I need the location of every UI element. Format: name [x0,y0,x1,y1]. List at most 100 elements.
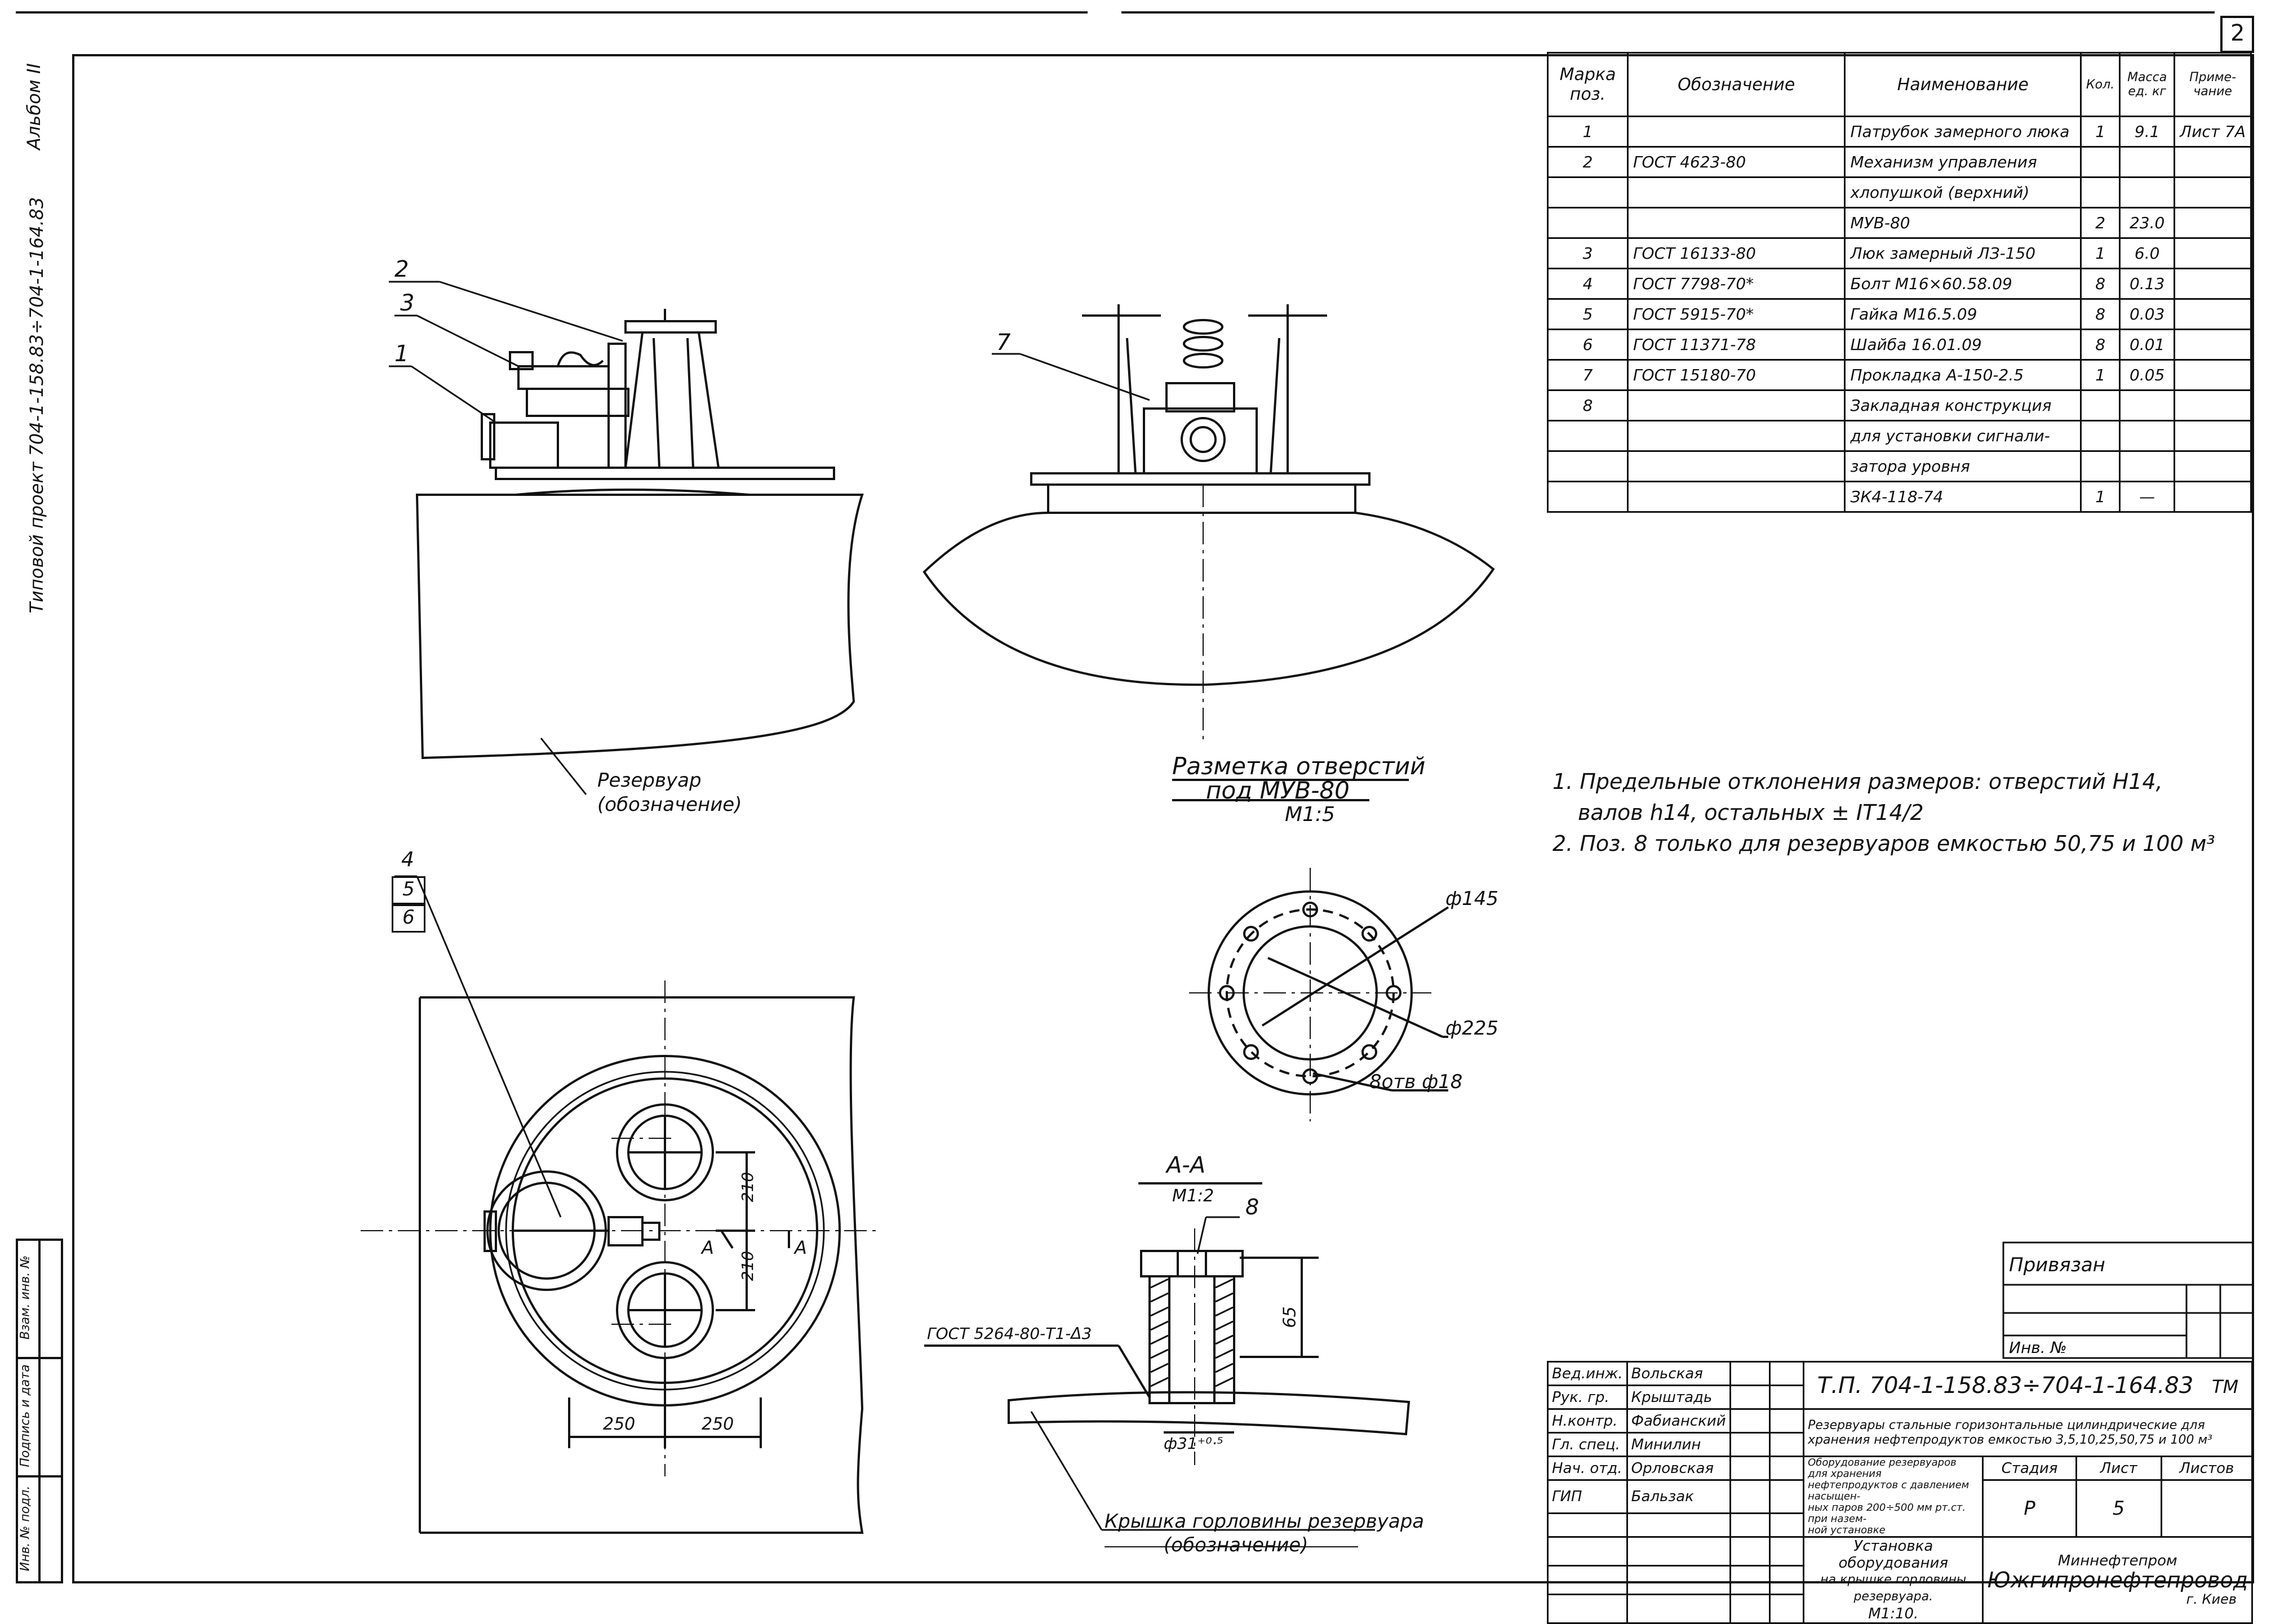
pos-label-2: 2 [394,256,409,282]
dim-holes: 8отв ф18 [1369,1071,1463,1093]
cell [2119,389,2176,421]
cell [2119,450,2176,482]
drawing-name-2: на крышке горловины резервуара. [1820,1573,1967,1604]
cell: 1 [2080,359,2121,391]
cell [1626,207,1846,239]
side-stamp-inv: Инв. № подл. [18,1485,33,1572]
cell: Болт М16×60.58.09 [1844,268,2082,300]
cell [2174,207,2252,239]
empty-cell [1626,1512,1731,1538]
cell: 1 [1547,116,1629,148]
col-qty: Кол. [2080,52,2121,117]
signer-name: Бальзак [1626,1479,1731,1514]
empty-cell [1769,1594,1805,1624]
cell: ГОСТ 4623-80 [1626,146,1846,178]
cell: 6.0 [2119,237,2176,269]
drawing-code: Т.П. 704-1-158.83÷704-1-164.83 [1817,1372,2194,1399]
cell: Шайба 16.01.09 [1844,329,2082,361]
signer-role: Нач. отд. [1547,1456,1628,1481]
lid-label: Крышка горловины резервуара [1105,1510,1425,1533]
cell [1547,176,1629,208]
cell [2080,389,2121,421]
dim-210-bottom: 210 [738,1250,757,1281]
cell: 0.05 [2119,359,2176,391]
signer-role: Гл. спец. [1547,1432,1628,1457]
cell: 1 [2080,481,2121,513]
empty-cell [1729,1594,1771,1624]
cell: 4 [1547,268,1629,300]
cell [1547,481,1629,513]
section-mark-left: А [702,1237,714,1258]
empty-cell [1626,1565,1731,1595]
drawing-code-cell: Т.П. 704-1-158.83÷704-1-164.83 ТМ [1803,1361,2253,1410]
lid-sublabel: (обозначение) [1164,1534,1309,1556]
cell [1626,420,1846,452]
signer-role: Н.контр. [1547,1408,1628,1434]
cell [1547,420,1629,452]
cell: ЗК4-118-74 [1844,481,2082,513]
cell: ГОСТ 5915-70* [1626,298,1846,330]
cell: 8 [2080,268,2121,300]
sheet-number: 2 [2230,20,2245,46]
table-row: хлопушкой (верхний) [1547,176,2252,208]
signer-role: Рук. гр. [1547,1385,1628,1410]
stage-header: Стадия [1982,1456,2077,1481]
note-1a: 1. Предельные отклонения размеров: отвер… [1553,769,2163,794]
col-name: Наименование [1844,52,2082,117]
table-row: для установки сигнали- [1547,420,2252,452]
cell [2080,146,2121,178]
section-lid-plate [1008,1391,1410,1436]
empty-cell [1769,1512,1805,1538]
cell: 6 [1547,329,1629,361]
pos-label-3: 3 [400,290,415,316]
cell: 0.03 [2119,298,2176,330]
org-name: Южгипронефтепровод [1987,1568,2248,1592]
cell: 3 [1547,237,1629,269]
section-title: А-А [1166,1152,1206,1178]
col-mass: Масса ед. кг [2119,52,2176,117]
cell [2174,359,2252,391]
signer-name: Вольская [1626,1361,1731,1386]
cell: 7 [1547,359,1629,391]
cell [2174,268,2252,300]
cell: Прокладка А-150-2.5 [1844,359,2082,391]
side-label-project: Типовой проект 704-1-158.83÷704-1-164.83 [26,197,47,614]
title-block: Вед.инж. Вольская Т.П. 704-1-158.83÷704-… [1547,1361,2254,1624]
pos-box-5: 5 [392,876,425,904]
cell: 0.13 [2119,268,2176,300]
organization-cell: Миннефтепром Южгипронефтепровод г. Киев [1982,1536,2253,1624]
table-row: затора уровня [1547,450,2252,482]
dim-d145: ф145 [1445,888,1498,910]
sheet-number-box [2220,16,2254,53]
cell [2174,389,2252,421]
cell: 23.0 [2119,207,2176,239]
stage-value: Р [1982,1479,2077,1538]
cell: Механизм управления [1844,146,2082,178]
note-1b: валов h14, остальных ± IT14/2 [1578,800,1924,825]
cell: 1 [2080,116,2121,148]
cell [2080,450,2121,482]
cell [2174,450,2252,482]
sheets-header: Листов [2160,1456,2254,1481]
empty-cell [1729,1536,1771,1567]
sheet-frame [72,54,2254,1583]
col-designation: Обозначение [1626,52,1846,117]
side-stamp-signature: Подпись и дата [18,1364,33,1467]
signer-name: Орловская [1626,1456,1731,1481]
cell: 9.1 [2119,116,2176,148]
description-line: нефтепродуктов с давлением насыщен- [1808,1479,1970,1502]
cell [2119,146,2176,178]
spec-table-header: Марка поз. Обозначение Наименование Кол.… [1547,52,2252,117]
col-note: Приме-чание [2174,52,2252,117]
col-pos: Марка поз. [1547,52,1629,117]
dim-250-right: 250 [702,1414,734,1434]
front-view-tank [415,494,864,760]
cell [1626,116,1846,148]
dim-d31: ф31⁺⁰·⁵ [1164,1434,1223,1453]
cell [2080,420,2121,452]
